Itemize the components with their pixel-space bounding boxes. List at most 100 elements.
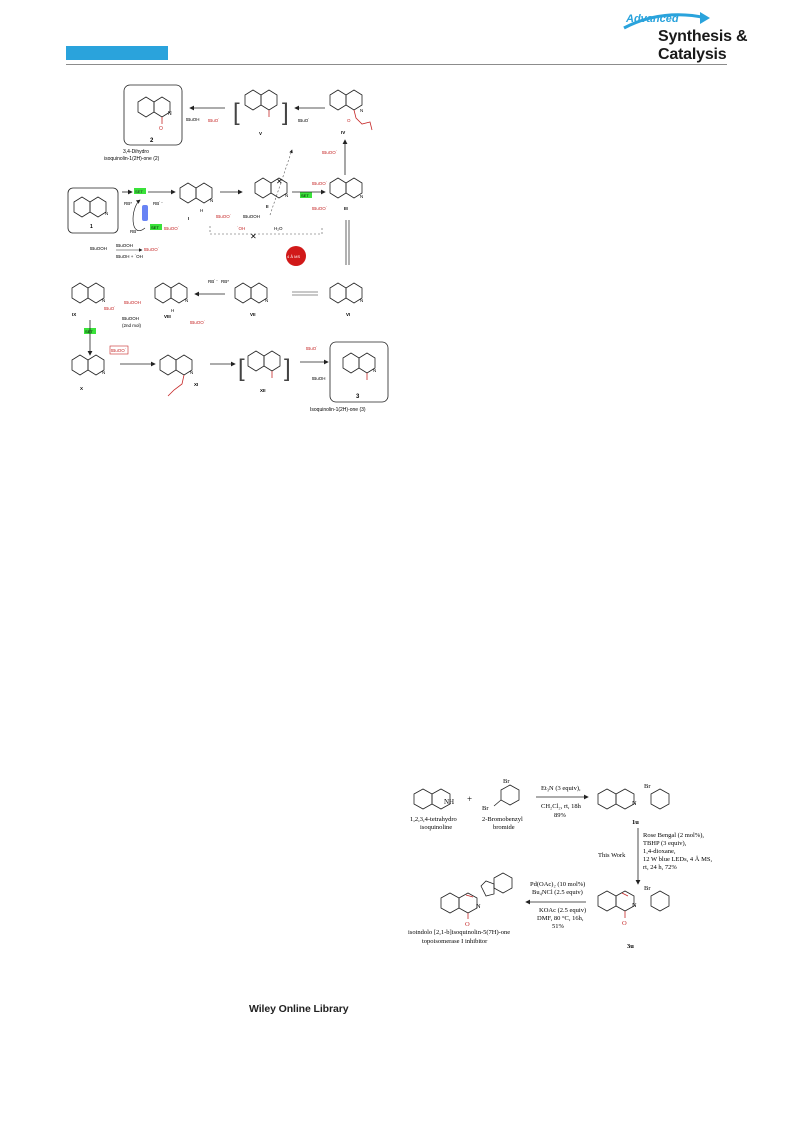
svg-text:X: X bbox=[80, 386, 83, 391]
svg-text:VIII: VIII bbox=[164, 314, 171, 319]
svg-text:tBuO˙: tBuO˙ bbox=[208, 118, 220, 123]
intermediate-V: [ ] V bbox=[233, 89, 289, 136]
intermediate-VI: N VI bbox=[329, 282, 363, 317]
svg-text:KOAc (2.5 equiv): KOAc (2.5 equiv) bbox=[539, 907, 586, 914]
compound-1: N 1 bbox=[67, 187, 119, 234]
svg-text:N: N bbox=[168, 111, 172, 117]
final-product-name-line1: isoindolo [2,1-b]isoquinolin-5(7H)-one bbox=[408, 929, 510, 936]
svg-text:I: I bbox=[188, 216, 189, 221]
compound-2-name-line2: isoquinolin-1(2H)-one (2) bbox=[104, 156, 160, 162]
reactant1-name-line1: 1,2,3,4-tetrahydro bbox=[410, 816, 457, 823]
svg-text:N: N bbox=[373, 368, 376, 373]
reactant2-name-line2: bromide bbox=[493, 824, 515, 831]
svg-text:O: O bbox=[347, 118, 351, 123]
svg-text:VI: VI bbox=[346, 312, 350, 317]
svg-text:rt, 24 h, 72%: rt, 24 h, 72% bbox=[643, 864, 677, 871]
svg-text:RB˙⁻: RB˙⁻ bbox=[208, 279, 219, 284]
svg-text:Br: Br bbox=[644, 885, 651, 892]
reactant2-name-line1: 2-Bromobenzyl bbox=[482, 816, 523, 823]
reactant-thiq: NH bbox=[413, 788, 454, 810]
svg-text:tBuOH + ˙OH: tBuOH + ˙OH bbox=[116, 254, 143, 259]
journal-title-advanced: Advanced bbox=[626, 13, 679, 25]
swoosh-icon bbox=[623, 12, 710, 30]
final-product: O N bbox=[440, 872, 513, 928]
svg-text:RB˙⁻: RB˙⁻ bbox=[153, 201, 164, 206]
svg-text:NH: NH bbox=[444, 798, 454, 806]
svg-text:tBuOH: tBuOH bbox=[186, 117, 200, 122]
svg-text:✕: ✕ bbox=[250, 232, 257, 241]
svg-text:DMF, 80 °C, 16h,: DMF, 80 °C, 16h, bbox=[537, 915, 584, 922]
intermediate-VIII: N H VIII bbox=[154, 282, 188, 319]
svg-text:N: N bbox=[265, 298, 268, 303]
svg-text:tBuOOH: tBuOOH bbox=[122, 316, 139, 321]
intermediate-IX-amine: N bbox=[71, 282, 105, 304]
svg-text:(2nd mol): (2nd mol) bbox=[122, 323, 142, 328]
svg-text:N: N bbox=[476, 903, 481, 910]
svg-text:Et₃N (3 equiv),: Et₃N (3 equiv), bbox=[541, 785, 581, 792]
svg-text:12 W blue LEDs, 4 Å MS,: 12 W blue LEDs, 4 Å MS, bbox=[643, 855, 712, 863]
svg-text:N: N bbox=[105, 211, 108, 216]
svg-text:tBuOO˙: tBuOO˙ bbox=[190, 320, 205, 325]
svg-text:4 Å MS: 4 Å MS bbox=[287, 254, 300, 259]
svg-text:tBuOO˙: tBuOO˙ bbox=[312, 206, 327, 211]
svg-text:3: 3 bbox=[356, 394, 360, 400]
svg-text:N: N bbox=[210, 198, 213, 203]
svg-text:IX: IX bbox=[72, 312, 76, 317]
svg-text:tBuOOH: tBuOOH bbox=[243, 214, 260, 219]
svg-text:O: O bbox=[622, 920, 627, 927]
svg-text:N: N bbox=[102, 298, 105, 303]
svg-text:[: [ bbox=[233, 99, 240, 126]
svg-text:89%: 89% bbox=[554, 812, 567, 819]
svg-text:N: N bbox=[360, 194, 363, 199]
product-1u: N Br 1u bbox=[597, 783, 670, 826]
svg-text:+: + bbox=[467, 794, 472, 804]
svg-text:IV: IV bbox=[341, 130, 345, 135]
reactant-bromobenzyl-bromide: Br Br bbox=[482, 778, 520, 812]
svg-text:CH₂Cl₂, rt, 18h: CH₂Cl₂, rt, 18h bbox=[541, 803, 582, 810]
svg-text:N: N bbox=[190, 370, 193, 375]
svg-text:H₂O: H₂O bbox=[274, 226, 283, 231]
svg-text:SET: SET bbox=[135, 189, 143, 194]
mechanism-scheme: O N 2 3,4-Dihydro isoquinolin-1(2H)-one … bbox=[67, 84, 389, 413]
svg-text:tBuO˙: tBuO˙ bbox=[104, 306, 116, 311]
svg-text:Rose Bengal (2 mol%),: Rose Bengal (2 mol%), bbox=[643, 832, 704, 839]
svg-text:H: H bbox=[200, 208, 203, 213]
svg-text:tBuO˙: tBuO˙ bbox=[298, 118, 310, 123]
compound-2-label: 2 bbox=[150, 138, 154, 144]
svg-text:tBuOOH: tBuOOH bbox=[124, 300, 141, 305]
reactant1-name-line2: isoquinoline bbox=[420, 824, 452, 831]
svg-text:1: 1 bbox=[90, 224, 93, 230]
compound-3-name: Isoquinolin-1(2H)-one (3) bbox=[310, 407, 366, 413]
svg-text:˙OH: ˙OH bbox=[237, 226, 245, 231]
svg-text:N: N bbox=[285, 193, 288, 198]
svg-text:✕: ✕ bbox=[276, 177, 283, 186]
journal-title-synthesis: Synthesis & bbox=[658, 28, 748, 45]
svg-text:Pd(OAc)₂ (10 mol%): Pd(OAc)₂ (10 mol%) bbox=[530, 881, 585, 888]
svg-text:TBHP (3 equiv),: TBHP (3 equiv), bbox=[643, 840, 687, 847]
header-accent-bar bbox=[66, 46, 168, 60]
svg-text:H: H bbox=[171, 308, 174, 313]
svg-text:XI: XI bbox=[194, 382, 198, 387]
svg-text:V: V bbox=[259, 131, 262, 136]
svg-text:tBuOO˙: tBuOO˙ bbox=[144, 247, 159, 252]
product-3u: O N Br 3u bbox=[597, 885, 670, 950]
intermediate-I: N H I bbox=[179, 182, 213, 221]
intermediate-XI: N XI bbox=[159, 354, 198, 397]
svg-text:tBuOO˙: tBuOO˙ bbox=[322, 150, 337, 155]
journal-logo: Advanced Synthesis & Catalysis bbox=[610, 10, 760, 68]
intermediate-XII: [ ] XII bbox=[238, 350, 291, 393]
svg-text:O: O bbox=[465, 921, 470, 928]
svg-text:RB: RB bbox=[130, 229, 136, 234]
intermediate-VII: N VII bbox=[234, 282, 268, 317]
svg-text:tBuOH: tBuOH bbox=[312, 376, 326, 381]
svg-text:N: N bbox=[102, 370, 105, 375]
svg-text:III: III bbox=[344, 206, 348, 211]
svg-text:3u: 3u bbox=[627, 943, 634, 950]
compound-2: O N 2 bbox=[123, 84, 183, 146]
svg-text:O: O bbox=[159, 126, 163, 132]
wiley-online-library-logo: Wiley Online Library bbox=[249, 1003, 349, 1015]
svg-text:Br: Br bbox=[482, 805, 489, 812]
svg-text:N: N bbox=[360, 108, 363, 113]
svg-text:RB*: RB* bbox=[124, 201, 132, 206]
svg-text:tBuO˙: tBuO˙ bbox=[306, 346, 318, 351]
